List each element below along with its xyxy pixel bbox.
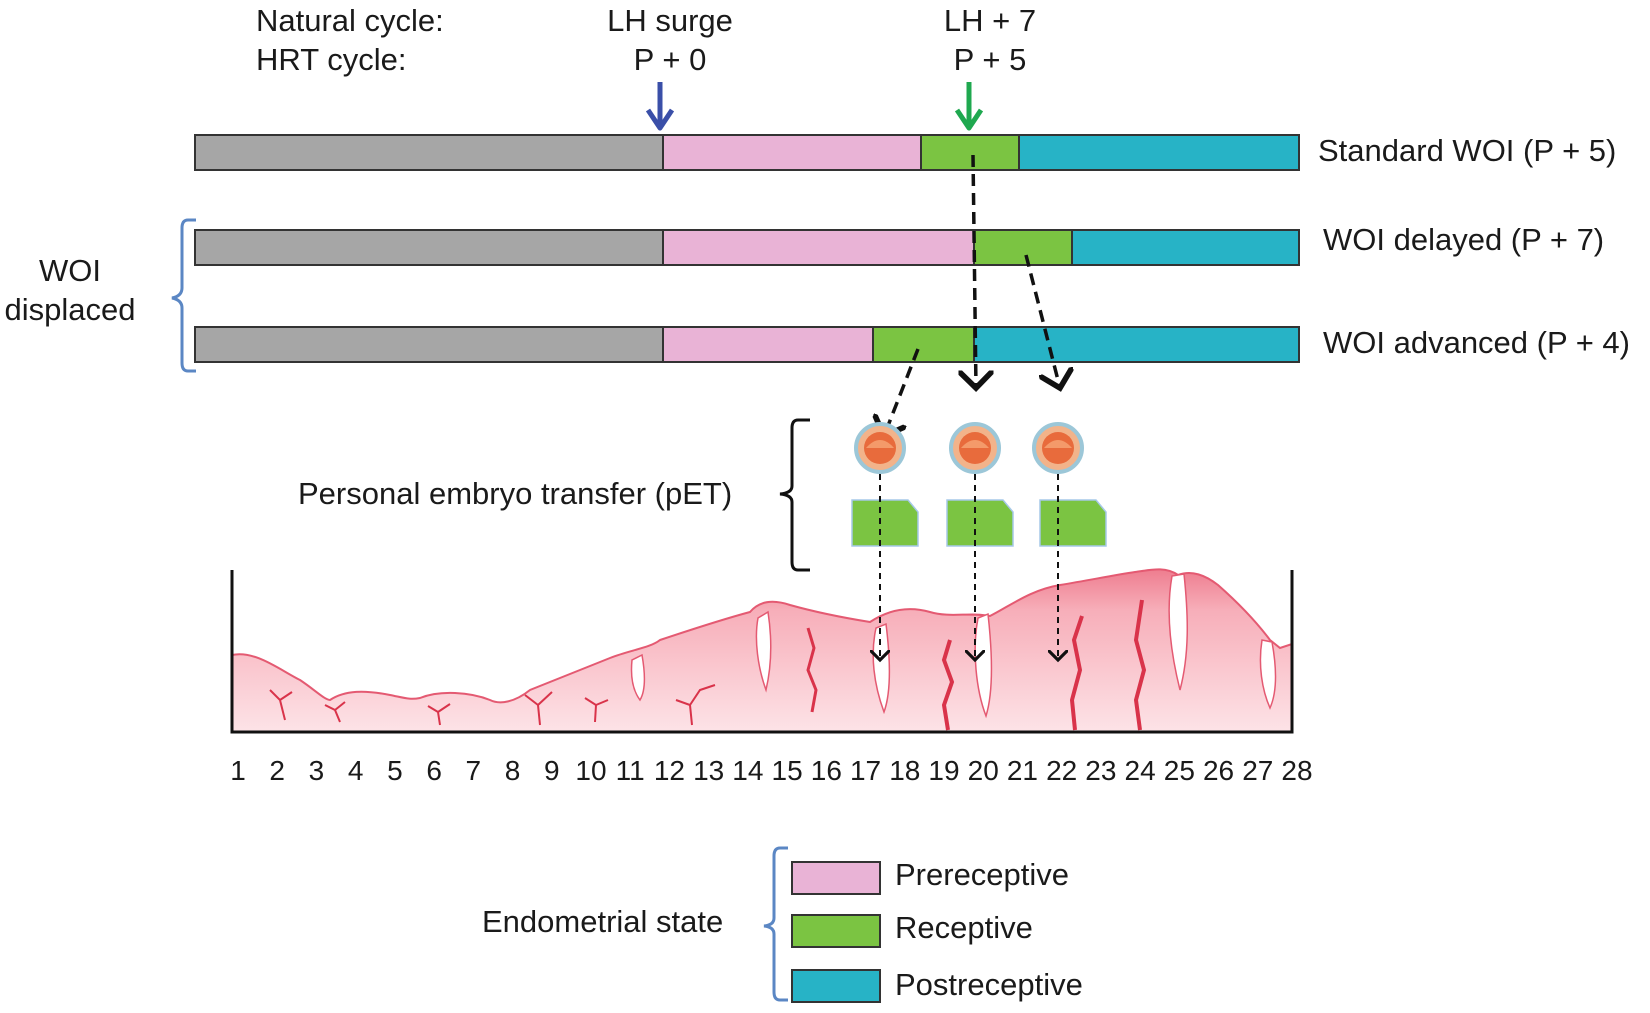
day-tick-label: 7: [465, 755, 482, 786]
woi-displaced-bracket: [171, 218, 196, 373]
legend-swatch-receptive: [791, 914, 881, 948]
embryo-icon: [1032, 422, 1084, 474]
p5-label: P + 5: [953, 42, 1027, 77]
p0-label: P + 0: [633, 42, 707, 77]
day-tick-label: 14: [732, 755, 764, 786]
legend-label-receptive: Receptive: [895, 910, 1033, 945]
endometrium-frame: [230, 570, 1294, 734]
bar-woi-advanced: [194, 326, 1300, 363]
day-tick-label: 24: [1124, 755, 1156, 786]
legend-swatch-postreceptive: [791, 969, 881, 1003]
legend-title: Endometrial state: [482, 904, 724, 939]
bar-standard-woi: [194, 134, 1300, 171]
day-tick-label: 21: [1006, 755, 1039, 786]
day-tick-label: 15: [771, 755, 803, 786]
bar-label-advanced: WOI advanced (P + 4): [1323, 325, 1630, 360]
day-tick-label: 17: [849, 755, 882, 786]
woi-displaced-label-line1: WOI: [39, 253, 101, 288]
embryo-icon: [854, 422, 906, 474]
bar-label-standard: Standard WOI (P + 5): [1318, 133, 1617, 168]
bar-label-delayed: WOI delayed (P + 7): [1323, 222, 1605, 257]
woi-displaced-label-line2: displaced: [4, 292, 136, 327]
lh-surge-arrow: [645, 82, 675, 131]
day-tick-label: 2: [269, 755, 285, 786]
catheter-tip-icon: [946, 499, 1014, 547]
catheter-tip-icon: [1039, 499, 1107, 547]
bar-woi-delayed: [194, 229, 1300, 266]
pet-label: Personal embryo transfer (pET): [298, 476, 733, 511]
day-tick-label: 26: [1202, 755, 1235, 786]
catheter-tip-icon: [851, 499, 919, 547]
lh-surge-label: LH surge: [607, 3, 733, 38]
day-tick-label: 10: [575, 755, 607, 786]
day-tick-label: 27: [1242, 755, 1274, 786]
dashed-arrow-delayed: [1024, 254, 1060, 388]
legend-label-prereceptive: Prereceptive: [895, 857, 1070, 892]
day-tick-label: 3: [308, 755, 325, 786]
legend-label-postreceptive: Postreceptive: [895, 967, 1083, 1002]
p5-arrow: [954, 82, 984, 131]
day-tick-label: 16: [810, 755, 842, 786]
day-tick-label: 11: [615, 755, 645, 786]
day-tick-label: 19: [928, 755, 960, 786]
day-tick-label: 25: [1163, 755, 1195, 786]
legend-swatch-prereceptive: [791, 861, 881, 895]
day-tick-label: 23: [1085, 755, 1117, 786]
day-tick-label: 5: [387, 755, 403, 786]
day-tick-label: 12: [653, 755, 686, 786]
day-tick-label: 13: [693, 755, 725, 786]
dashed-arrow-advanced: [884, 348, 920, 436]
day-tick-label: 4: [347, 755, 364, 786]
dashed-arrow-standard: [973, 154, 976, 388]
day-tick-label: 8: [504, 755, 521, 786]
day-tick-label: 9: [543, 755, 560, 786]
lh7-label: LH + 7: [943, 3, 1037, 38]
day-tick-label: 20: [967, 755, 999, 786]
legend-bracket: [763, 846, 788, 1002]
hrt-cycle-label: HRT cycle:: [256, 42, 407, 77]
day-tick-label: 18: [889, 755, 921, 786]
day-tick-label: 28: [1281, 755, 1313, 786]
day-tick-label: 6: [426, 755, 442, 786]
day-tick-label: 22: [1046, 755, 1078, 786]
embryo-icon: [949, 422, 1001, 474]
pet-bracket: [779, 418, 810, 572]
day-tick-label: 1: [230, 755, 246, 786]
endometrium-illustration: [231, 568, 1293, 733]
natural-cycle-label: Natural cycle:: [256, 3, 444, 38]
